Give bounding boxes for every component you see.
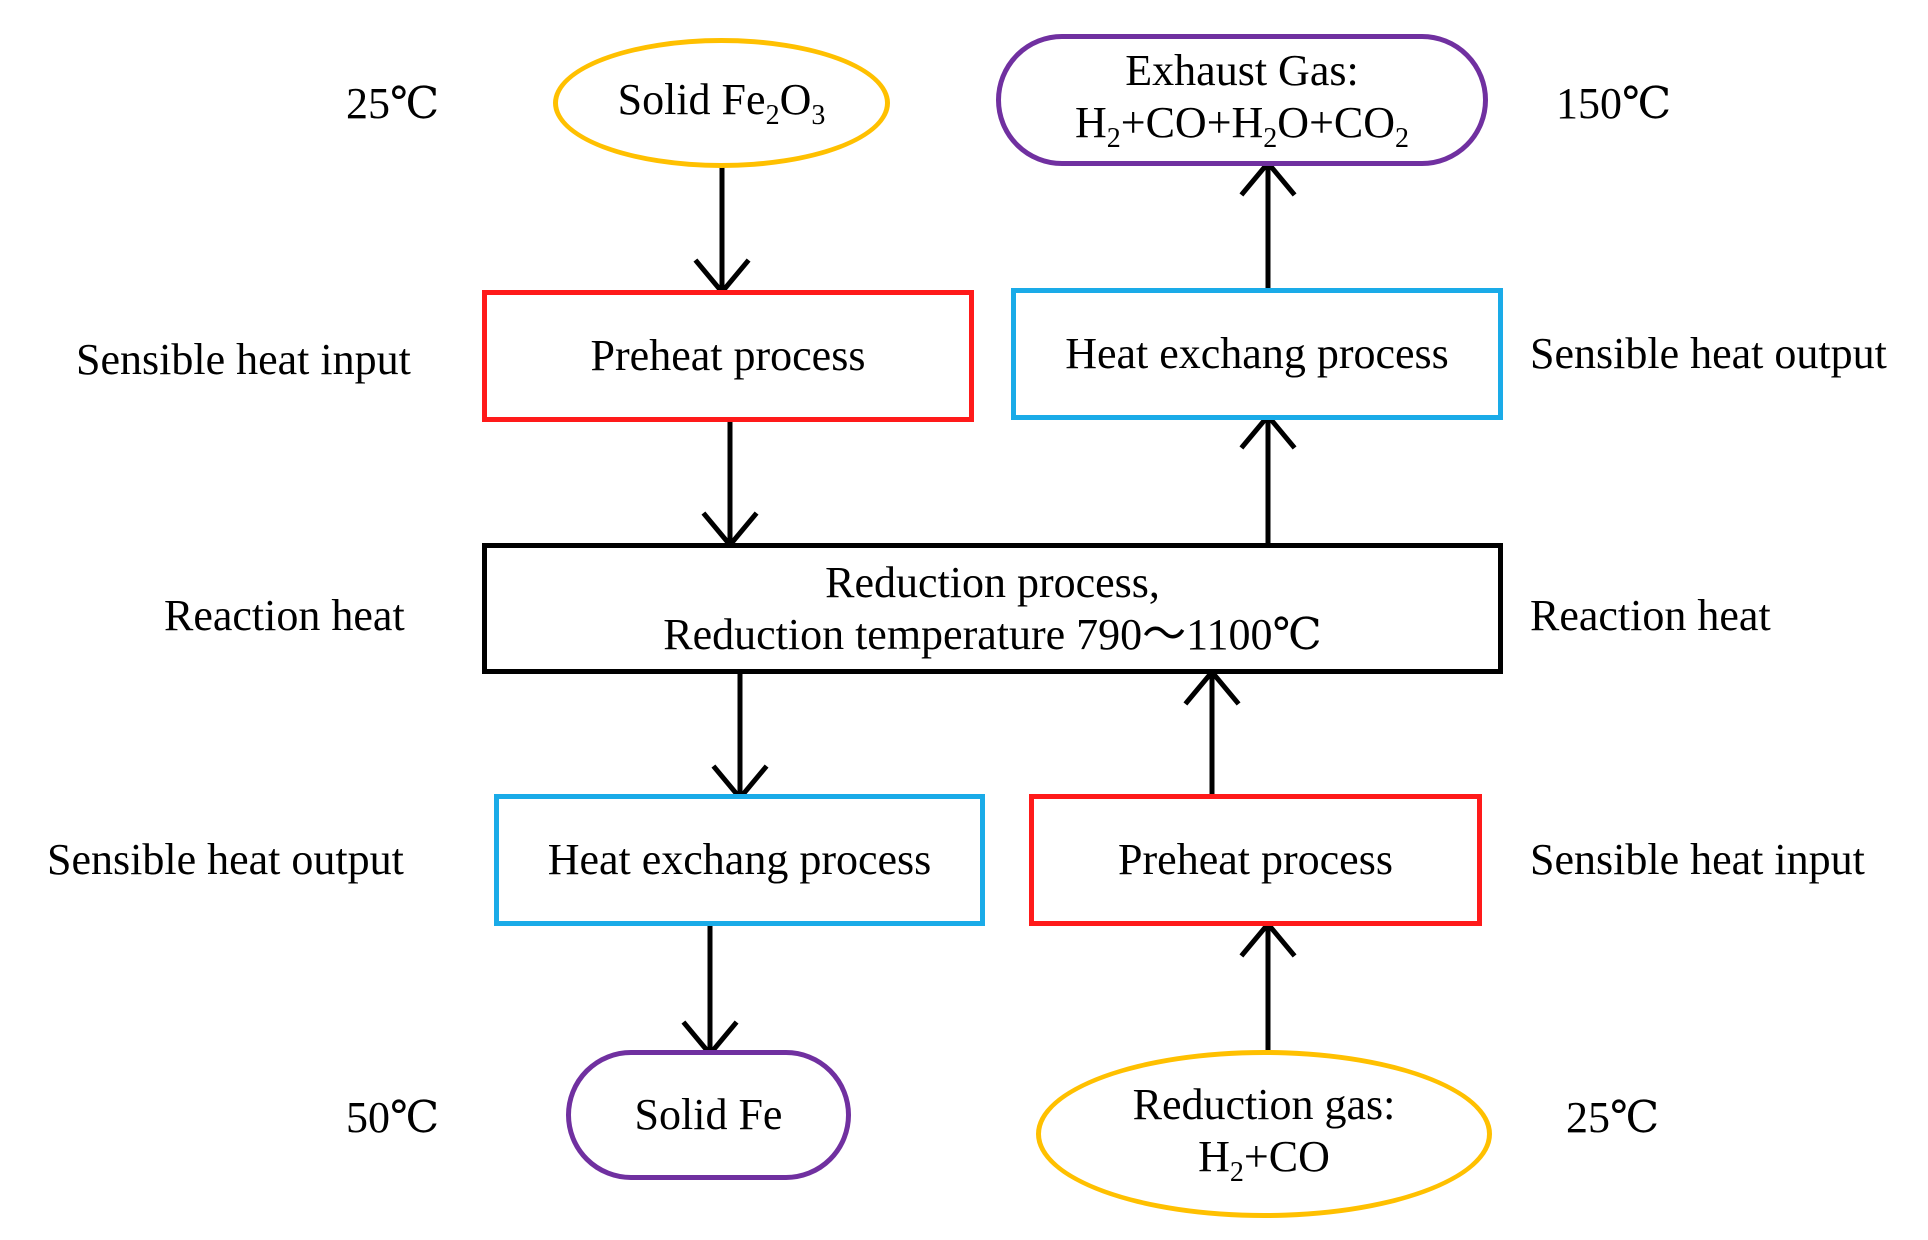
label-temp-reduction-gas: 25℃	[1566, 1093, 1660, 1142]
node-preheat-top: Preheat process	[482, 290, 974, 422]
node-reduction-line1: Reduction process,	[825, 557, 1160, 607]
node-reduction-line2: Reduction temperature 790～1100℃	[663, 609, 1322, 659]
node-exhaust-gas: Exhaust Gas: H2+CO+H2O+CO2	[996, 34, 1488, 166]
node-heat-exchange-top: Heat exchang process	[1011, 288, 1503, 420]
node-solid-fe-label: Solid Fe	[634, 1090, 783, 1140]
node-preheat-bottom-label: Preheat process	[1118, 835, 1393, 885]
label-reaction-heat-left: Reaction heat	[164, 591, 405, 640]
node-reduction-gas-formula: H2+CO	[1198, 1132, 1330, 1188]
label-reaction-heat-right: Reaction heat	[1530, 591, 1771, 640]
node-reduction-gas: Reduction gas: H2+CO	[1036, 1050, 1492, 1218]
node-reduction-gas-title: Reduction gas:	[1132, 1080, 1396, 1130]
label-sensible-heat-input-left: Sensible heat input	[76, 335, 411, 384]
node-solid-fe2o3: Solid Fe2O3	[553, 38, 890, 168]
label-temp-exhaust: 150℃	[1556, 79, 1672, 128]
label-sensible-heat-output-left: Sensible heat output	[47, 835, 404, 884]
node-heat-exchange-bottom-label: Heat exchang process	[547, 835, 932, 885]
node-heat-exchange-bottom: Heat exchang process	[494, 794, 985, 926]
node-reduction-process: Reduction process, Reduction temperature…	[482, 543, 1503, 674]
node-heat-exchange-top-label: Heat exchang process	[1065, 329, 1449, 379]
label-temp-fe2o3: 25℃	[346, 79, 440, 128]
label-sensible-heat-output-right: Sensible heat output	[1530, 329, 1887, 378]
node-preheat-bottom: Preheat process	[1029, 794, 1482, 926]
node-solid-fe: Solid Fe	[566, 1050, 851, 1180]
node-exhaust-gas-formula: H2+CO+H2O+CO2	[1074, 98, 1410, 154]
node-exhaust-gas-title: Exhaust Gas:	[1125, 46, 1359, 96]
label-sensible-heat-input-right: Sensible heat input	[1530, 835, 1865, 884]
node-preheat-top-label: Preheat process	[590, 331, 866, 381]
node-solid-fe2o3-label: Solid Fe2O3	[617, 75, 826, 131]
label-temp-fe: 50℃	[346, 1093, 440, 1142]
